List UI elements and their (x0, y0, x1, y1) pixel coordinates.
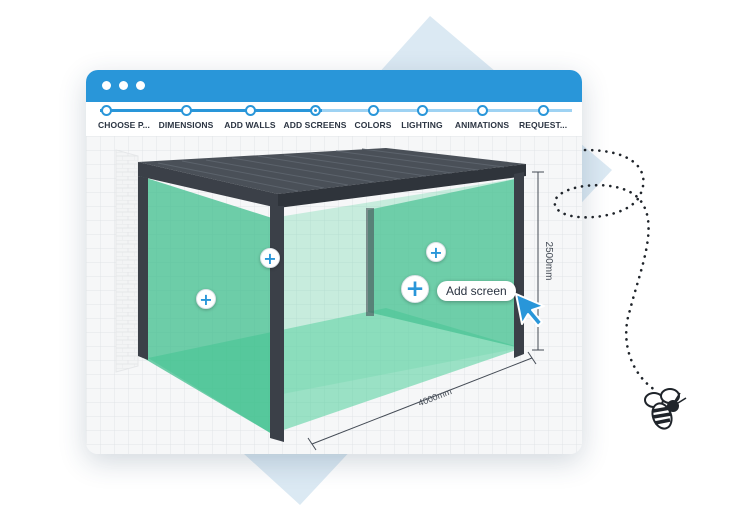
post-back-left (138, 176, 148, 360)
roof-louvers (157, 148, 505, 192)
step-label: ADD WALLS (224, 120, 276, 130)
bee-icon (644, 388, 687, 430)
height-dimension-label: 2500mm (543, 242, 554, 281)
roof-front-beam (138, 162, 278, 208)
width-dimension-line (307, 351, 537, 451)
step-label: CHOOSE P... (98, 120, 150, 130)
step-progress-bar: CHOOSE P... DIMENSIONS ADD WALLS ADD SCR… (86, 102, 582, 132)
back-wall (115, 149, 139, 373)
post-back-right (366, 208, 374, 316)
step-label: DIMENSIONS (158, 120, 214, 130)
step-dot (368, 105, 379, 116)
progress-track (100, 109, 572, 112)
3d-viewport[interactable]: 2500mm 4000mm + + + + 3D 2D ? (86, 136, 582, 454)
right-screen (368, 178, 520, 348)
post-right (514, 172, 524, 358)
title-bar (86, 70, 582, 102)
step-label: ANIMATIONS (454, 120, 510, 130)
step-label: ADD SCREENS (283, 120, 347, 130)
step-label: LIGHTING (401, 120, 443, 130)
step-dot (417, 105, 428, 116)
window-minimize-dot[interactable] (119, 81, 128, 90)
step-dot (245, 105, 256, 116)
add-screen-tooltip: Add screen (437, 281, 516, 301)
step-label: REQUEST... (519, 120, 568, 130)
pergola-scene[interactable]: 2500mm 4000mm (86, 136, 582, 454)
post-front (270, 206, 284, 442)
step-dot (477, 105, 488, 116)
step-dot (101, 105, 112, 116)
window-close-dot[interactable] (102, 81, 111, 90)
roof-side-beam (278, 164, 526, 208)
step-dot (181, 105, 192, 116)
window-maximize-dot[interactable] (136, 81, 145, 90)
progress-fill (100, 109, 322, 112)
add-screen-button[interactable]: + (260, 248, 280, 268)
add-screen-button[interactable]: + (426, 242, 446, 262)
step-dot (538, 105, 549, 116)
mouse-cursor-icon (515, 293, 545, 327)
step-dot (310, 105, 321, 116)
add-screen-button-hovered[interactable]: + (401, 275, 429, 303)
app-window: CHOOSE P... DIMENSIONS ADD WALLS ADD SCR… (86, 70, 582, 454)
step-label: COLORS (354, 120, 392, 130)
add-screen-button[interactable]: + (196, 289, 216, 309)
roof (138, 148, 526, 194)
